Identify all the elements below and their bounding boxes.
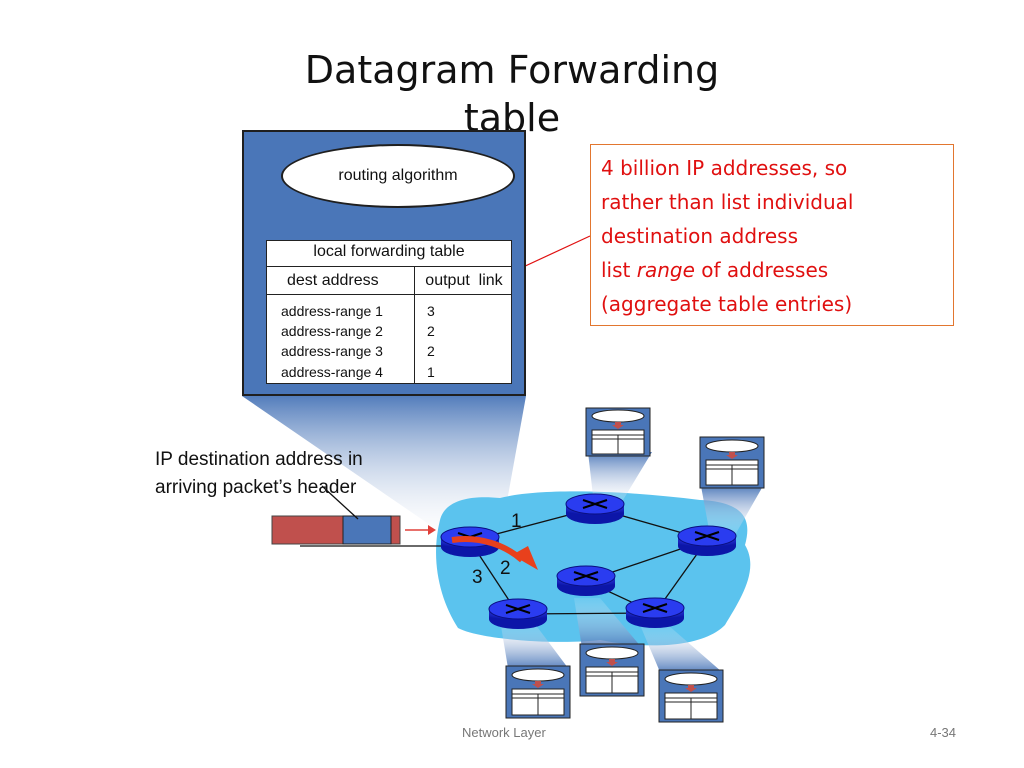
forwarding-table-title: local forwarding table (313, 243, 465, 260)
table-row-link: 2 (427, 343, 435, 359)
beam-bottom-mid (574, 598, 642, 648)
footer-section-label: Network Layer (462, 725, 546, 740)
callout-range-emphasis: range (636, 258, 695, 282)
router-node-bottom-left (488, 598, 548, 629)
column-header-link: output link (425, 272, 503, 289)
callout-line-1: 4 billion IP addresses, so (601, 156, 848, 180)
beam-bottom-left (500, 620, 568, 668)
mini-router-box-top (585, 407, 651, 457)
forwarding-table: local forwarding table dest address outp… (266, 240, 512, 384)
callout-line-4: list range of addresses (601, 258, 829, 282)
beam-bottom-right (640, 625, 722, 672)
router-node-right (677, 525, 737, 556)
mini-router-box-bottom-left (505, 665, 571, 719)
arriving-packet (271, 515, 401, 545)
header-pointer-line (321, 485, 359, 520)
table-row-dest: address-range 4 (281, 364, 383, 380)
beam-right (701, 486, 763, 535)
footer-slide-number: 4-34 (930, 725, 957, 740)
port-label-3: 3 (472, 567, 483, 588)
routing-algorithm-ellipse: routing algorithm (281, 144, 515, 208)
mini-router-box-right (699, 436, 765, 489)
flow-arrowhead-icon (512, 546, 538, 570)
table-row-link: 2 (427, 323, 435, 339)
table-row-link: 3 (427, 303, 435, 319)
router-node-bottom-right (625, 597, 685, 628)
table-row-link: 1 (427, 364, 435, 380)
table-row-dest: address-range 1 (281, 303, 383, 319)
router-node-center (556, 565, 616, 596)
port-label-2: 2 (500, 558, 511, 579)
routing-algorithm-label: routing algorithm (338, 167, 458, 184)
table-row-dest: address-range 2 (281, 323, 383, 339)
mini-router-box-bottom-right (658, 669, 724, 723)
router-node-top (565, 493, 625, 524)
column-header-dest: dest address (287, 272, 379, 289)
callout-line-2: rather than list individual (601, 190, 854, 214)
packet-header-label: IP destination address in arriving packe… (155, 449, 363, 498)
packet-in-arrow-icon (428, 525, 436, 535)
packet-header (342, 515, 392, 545)
slide-title: Datagram Forwarding table (304, 48, 720, 140)
port-label-1: 1 (511, 511, 522, 532)
mini-router-box-bottom-mid (579, 643, 645, 697)
table-row-dest: address-range 3 (281, 343, 383, 359)
aggregation-callout: 4 billion IP addresses, so rather than l… (590, 144, 954, 326)
callout-line-5: (aggregate table entries) (601, 292, 853, 316)
beam-top (588, 452, 652, 505)
callout-line-3: destination address (601, 224, 798, 248)
mini-router-boxes (505, 407, 765, 723)
